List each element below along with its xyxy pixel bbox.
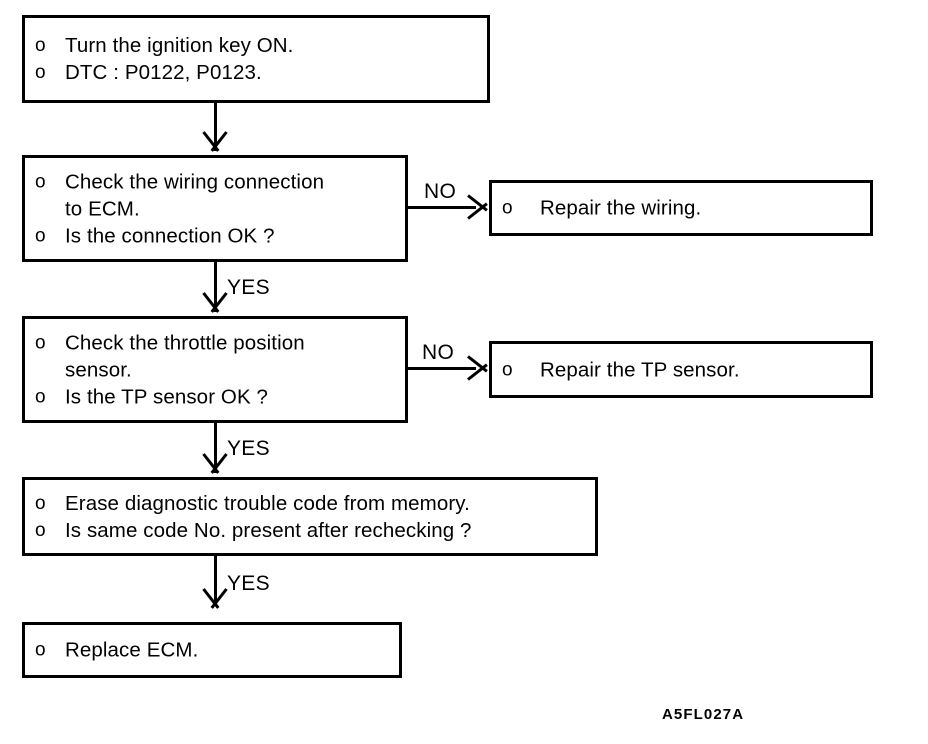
- flow-node-check-wiring-line-1: o Check the wiring connection: [35, 170, 325, 193]
- flow-node-repair-tp-sensor-line-1: o Repair the TP sensor.: [502, 358, 740, 381]
- flow-node-start-content: o Turn the ignition key ON. o DTC : P012…: [25, 32, 487, 86]
- bullet-icon: o: [35, 492, 46, 514]
- flow-node-repair-wiring-content: o Repair the wiring.: [492, 195, 870, 222]
- flow-node-check-tp-sensor-line-1: o Check the throttle position: [35, 331, 305, 354]
- flow-node-check-tp-sensor: o Check the throttle position sensor. o …: [22, 316, 408, 423]
- connector-erase-code-yes: [214, 556, 217, 606]
- arrow-right-icon: [469, 351, 491, 385]
- flow-node-replace-ecm: o Replace ECM.: [22, 622, 402, 678]
- flow-node-erase-code-content: o Erase diagnostic trouble code from mem…: [25, 490, 595, 544]
- flow-node-erase-code-line-1: o Erase diagnostic trouble code from mem…: [35, 491, 470, 515]
- flow-node-check-tp-sensor-line-3: o Is the TP sensor OK ?: [35, 385, 269, 408]
- connector-check-wiring-no: [408, 206, 476, 209]
- bullet-icon: o: [35, 519, 46, 541]
- bullet-icon: o: [35, 332, 46, 353]
- connector-check-wiring-yes: [214, 262, 217, 312]
- bullet-icon: o: [35, 35, 46, 56]
- connector-check-tp-sensor-yes: [214, 423, 217, 473]
- flow-node-repair-tp-sensor: o Repair the TP sensor.: [489, 341, 873, 398]
- flow-node-repair-tp-sensor-content: o Repair the TP sensor.: [492, 356, 870, 383]
- flow-node-replace-ecm-content: o Replace ECM.: [25, 637, 399, 664]
- arrow-right-icon: [469, 190, 491, 224]
- connector-start-to-check-wiring: [214, 103, 217, 151]
- branch-label-wiring-no: NO: [424, 180, 457, 203]
- flow-node-check-tp-sensor-line-2: sensor.: [65, 358, 132, 381]
- flow-node-erase-code: o Erase diagnostic trouble code from mem…: [22, 477, 598, 556]
- flow-node-start-line-2: o DTC : P0122, P0123.: [35, 61, 262, 84]
- bullet-icon: o: [502, 197, 513, 219]
- flow-node-check-tp-sensor-content: o Check the throttle position sensor. o …: [25, 329, 405, 410]
- arrow-down-icon: [198, 133, 232, 155]
- branch-label-tp-yes: YES: [227, 437, 270, 460]
- bullet-icon: o: [35, 171, 46, 192]
- flow-node-check-wiring-content: o Check the wiring connection to ECM. o …: [25, 168, 405, 249]
- figure-code-label: A5FL027A: [662, 706, 745, 723]
- branch-label-erase-yes: YES: [227, 572, 270, 595]
- flow-node-start: o Turn the ignition key ON. o DTC : P012…: [22, 15, 490, 103]
- flow-node-erase-code-line-2: o Is same code No. present after recheck…: [35, 518, 472, 542]
- branch-label-wiring-yes: YES: [227, 276, 270, 299]
- flow-node-check-wiring-line-3: o Is the connection OK ?: [35, 224, 275, 247]
- bullet-icon: o: [502, 359, 513, 380]
- bullet-icon: o: [35, 386, 46, 407]
- flow-node-check-wiring-line-2: to ECM.: [65, 197, 140, 220]
- flow-node-repair-wiring-line-1: o Repair the wiring.: [502, 196, 702, 220]
- bullet-icon: o: [35, 62, 46, 83]
- flow-node-replace-ecm-line-1: o Replace ECM.: [35, 638, 199, 662]
- bullet-icon: o: [35, 639, 46, 661]
- connector-check-tp-sensor-no: [408, 367, 476, 370]
- flow-node-start-line-1: o Turn the ignition key ON.: [35, 34, 294, 57]
- flow-node-repair-wiring: o Repair the wiring.: [489, 180, 873, 236]
- bullet-icon: o: [35, 225, 46, 246]
- flow-node-check-wiring: o Check the wiring connection to ECM. o …: [22, 155, 408, 262]
- branch-label-tp-no: NO: [422, 341, 455, 364]
